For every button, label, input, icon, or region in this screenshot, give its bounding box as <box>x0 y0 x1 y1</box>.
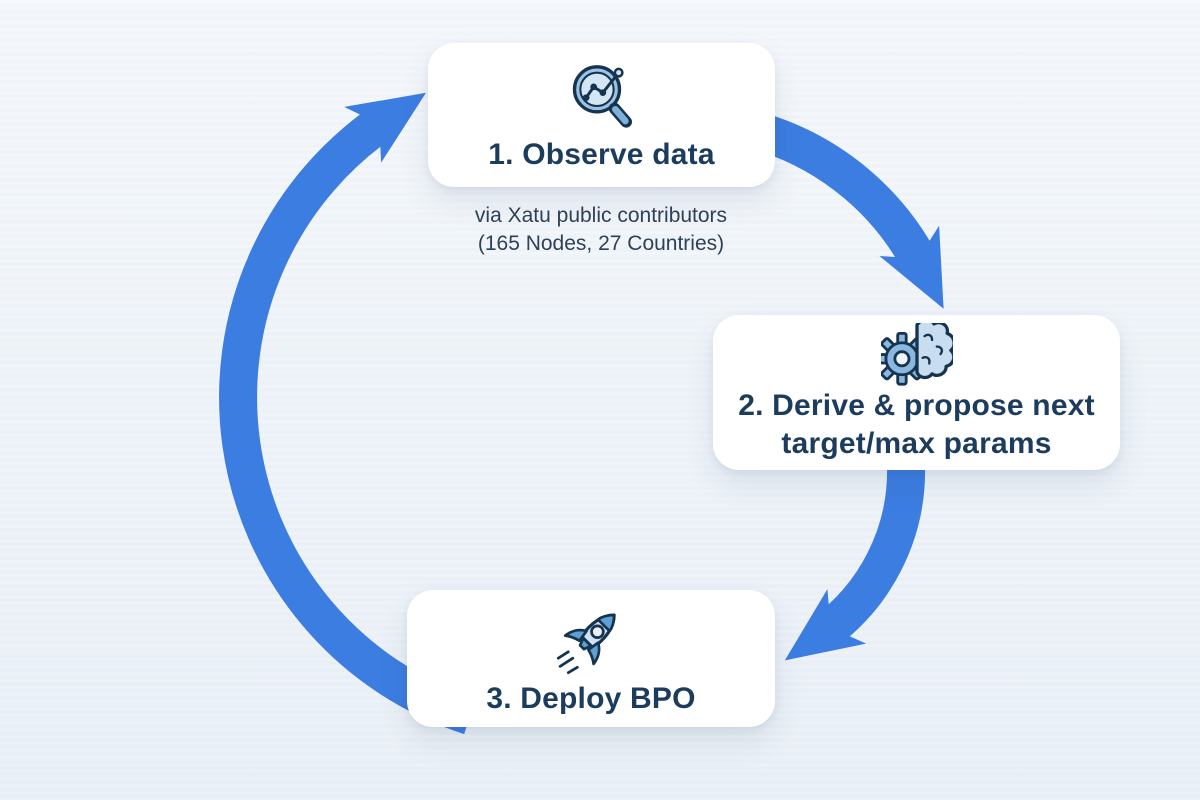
step-card-observe: 1. Observe data <box>428 43 775 187</box>
step-title-derive-line1: 2. Derive & propose next <box>738 389 1095 422</box>
observe-caption-line2: (165 Nodes, 27 Countries) <box>477 231 725 255</box>
step-title-observe: 1. Observe data <box>488 138 715 172</box>
step-title-deploy: 3. Deploy BPO <box>486 681 696 715</box>
cycle-arrow-derive-to-deploy <box>784 465 926 661</box>
gear-brain-icon <box>880 323 953 386</box>
magnifier-chart-icon <box>572 65 632 128</box>
observe-caption: via Xatu public contributors (165 Nodes,… <box>401 202 801 257</box>
step-card-deploy: 3. Deploy BPO <box>407 590 775 727</box>
cycle-arrow-observe-to-derive <box>756 113 944 309</box>
rocket-icon <box>556 613 616 674</box>
step-card-derive: 2. Derive & propose next target/max para… <box>713 315 1120 470</box>
observe-caption-line1: via Xatu public contributors <box>474 204 728 227</box>
step-title-derive: 2. Derive & propose next target/max para… <box>738 387 1095 462</box>
step-title-derive-line2: target/max params <box>781 426 1052 460</box>
cycle-arrow-deploy-to-observe <box>219 92 476 735</box>
